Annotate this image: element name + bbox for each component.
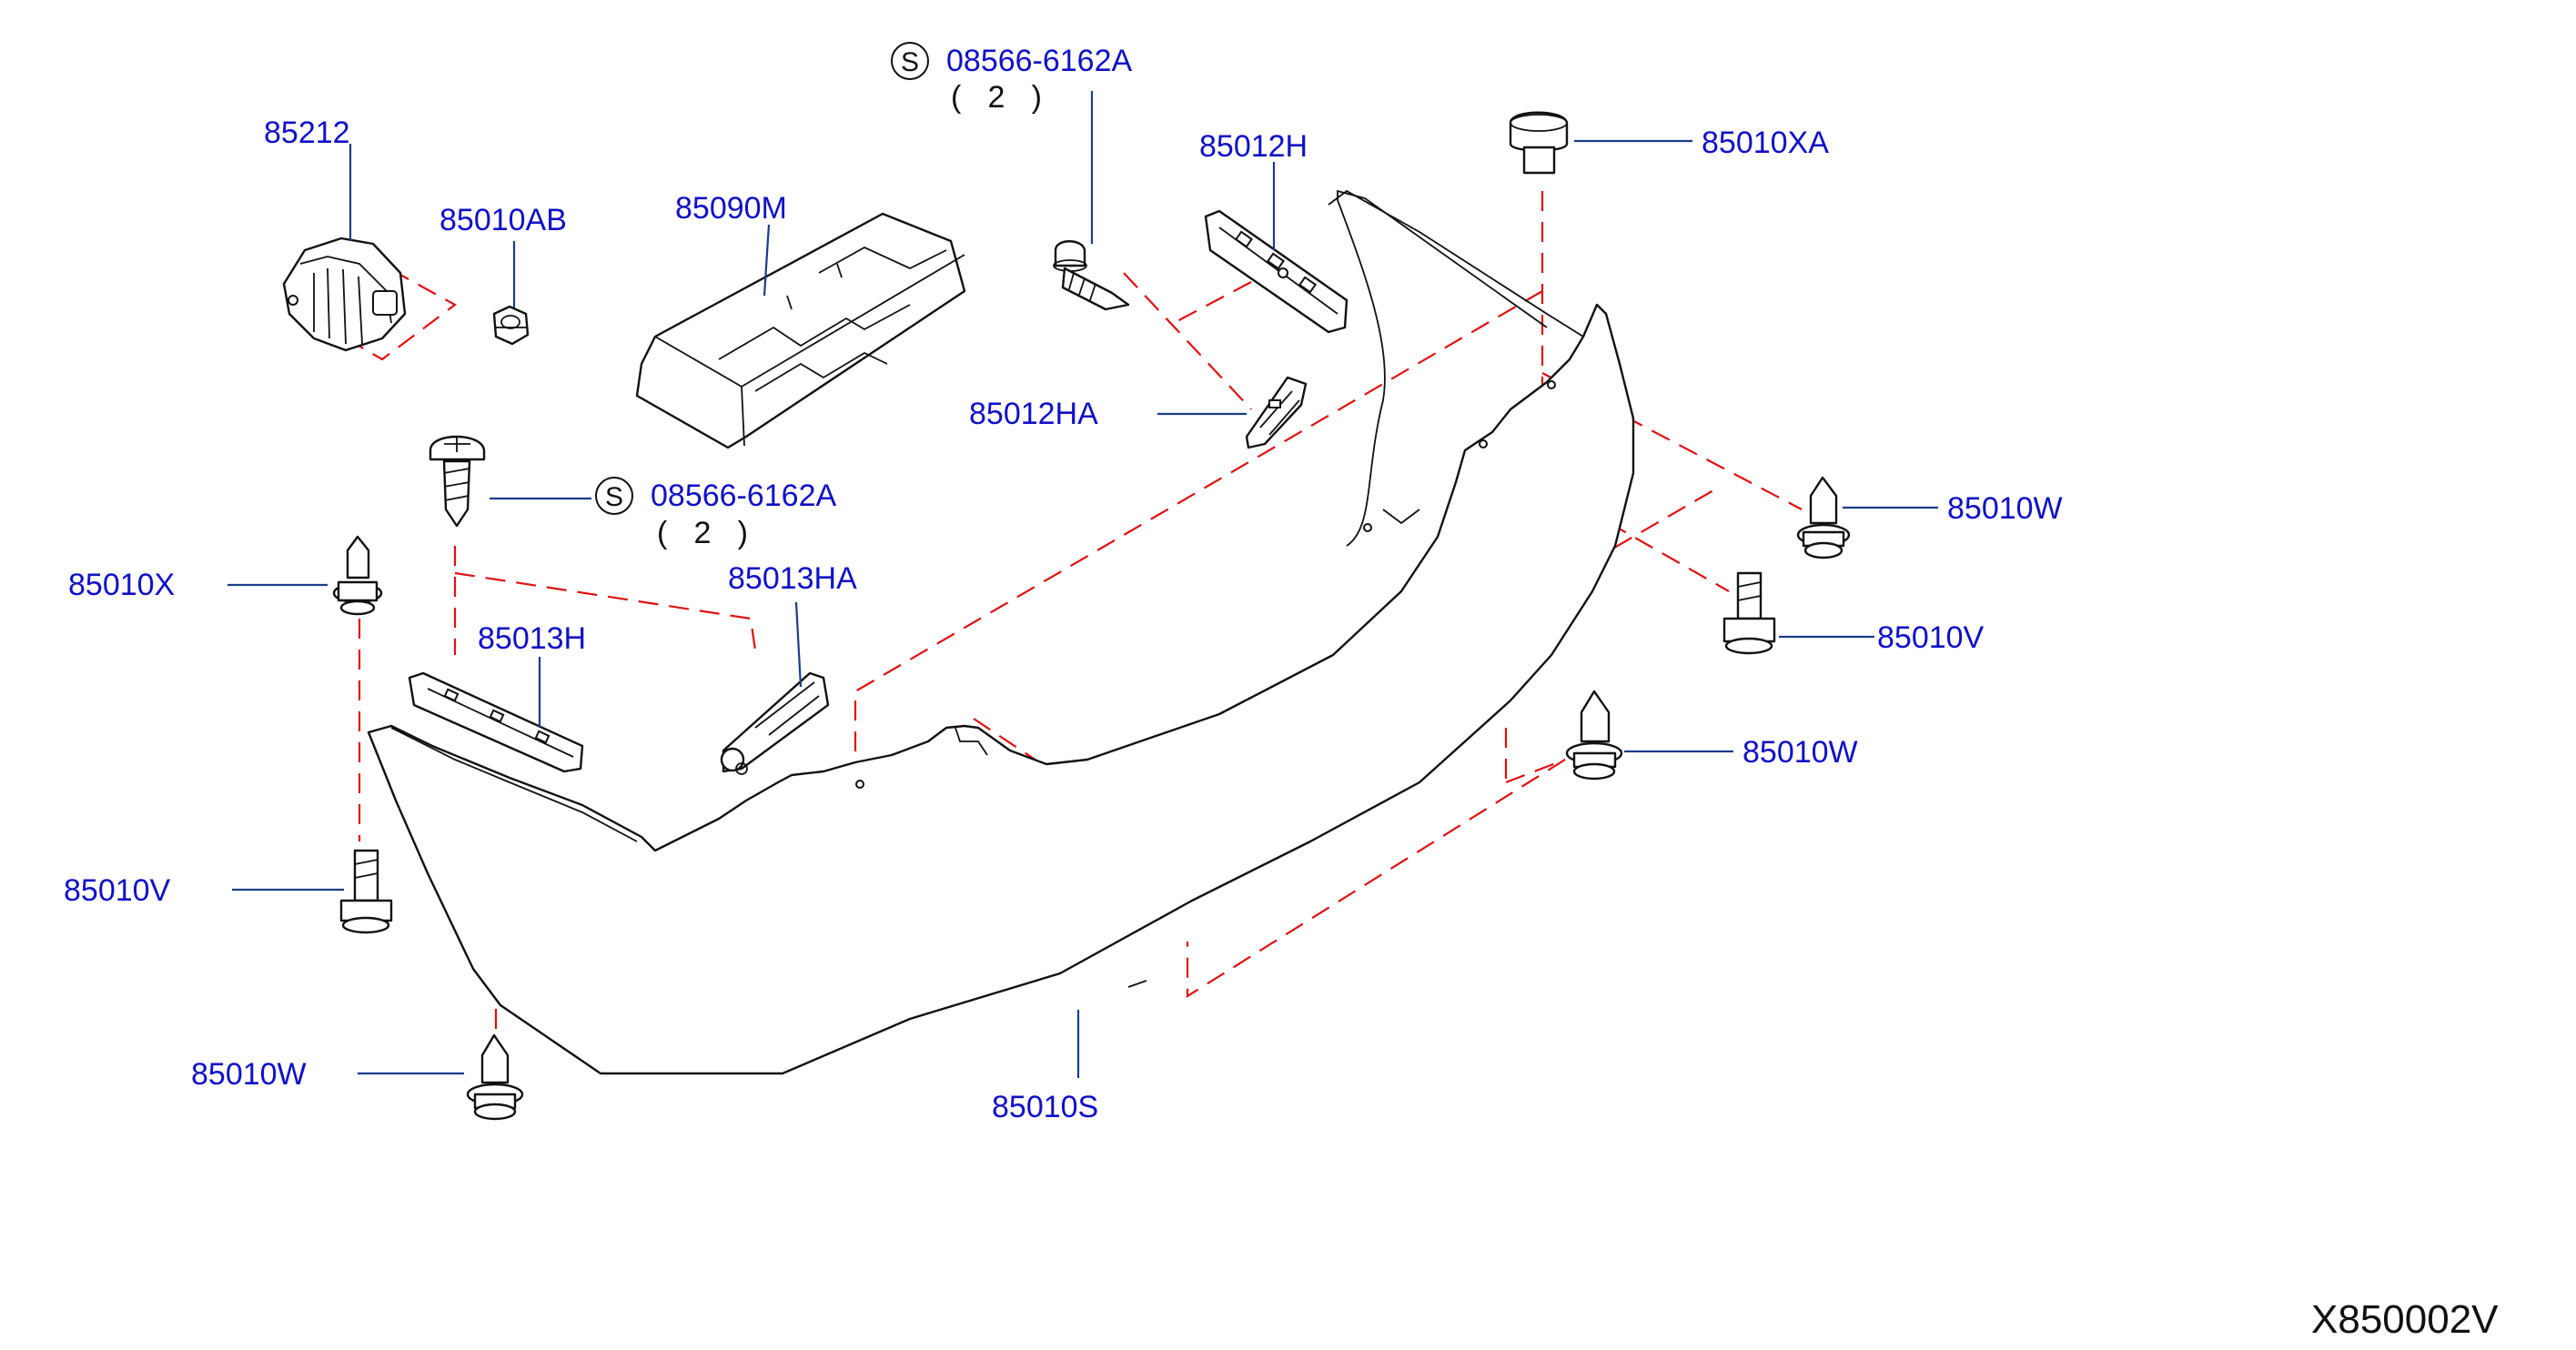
label-85010AB[interactable]: 85010AB [439,203,567,237]
part-85010W-left-drawing[interactable] [466,1033,524,1121]
part-85010AB-drawing[interactable] [492,305,530,346]
part-85010V-right-drawing[interactable] [1722,571,1776,655]
part-85010XA-drawing[interactable] [1509,111,1569,175]
part-85012H-drawing[interactable] [1204,209,1349,334]
standard-part-symbol-mid-text: S [605,482,623,512]
part-85012HA-drawing[interactable] [1245,376,1308,449]
diagram-id: X850002V [2311,1297,2499,1342]
label-85010W-mid[interactable]: 85010W [1743,735,1858,770]
label-85010W-right[interactable]: 85010W [1947,491,2063,526]
part-85013HA-drawing[interactable] [720,671,830,775]
part-85010X-drawing[interactable] [332,535,383,616]
label-85010S[interactable]: 85010S [992,1090,1098,1124]
part-85010S-bumper-drawing[interactable] [367,189,1635,1075]
part-85090M-drawing[interactable] [635,212,966,449]
label-85010V-left[interactable]: 85010V [64,873,171,908]
standard-part-symbol-top [891,42,929,80]
label-85013H[interactable]: 85013H [478,621,586,656]
qty-08566-top: ( 2 ) [951,80,1042,115]
label-08566-mid[interactable]: 08566-6162A [651,479,837,513]
part-08566-screw-top-drawing[interactable] [1053,240,1130,311]
part-85010V-left-drawing[interactable] [339,849,393,934]
part-85010W-mid-drawing[interactable] [1565,690,1623,781]
standard-part-symbol-mid [595,477,633,515]
qty-08566-mid: ( 2 ) [657,516,748,550]
label-85012HA[interactable]: 85012HA [969,397,1098,431]
part-85212-drawing[interactable] [282,237,407,352]
standard-part-symbol-top-text: S [901,47,919,77]
label-85090M[interactable]: 85090M [675,191,787,226]
label-85012H[interactable]: 85012H [1199,129,1308,164]
label-85013HA[interactable]: 85013HA [728,561,857,596]
label-85010V-right[interactable]: 85010V [1877,620,1985,655]
part-08566-screw-mid-drawing[interactable] [429,435,486,528]
label-85010XA[interactable]: 85010XA [1702,126,1829,160]
label-85010W-left[interactable]: 85010W [191,1057,307,1092]
part-85010W-right-drawing[interactable] [1796,476,1851,559]
label-08566-top[interactable]: 08566-6162A [946,44,1133,78]
leader-lines [227,91,1938,1078]
label-85010X[interactable]: 85010X [68,568,175,602]
label-85212[interactable]: 85212 [264,116,350,150]
part-85013H-drawing[interactable] [408,671,584,773]
